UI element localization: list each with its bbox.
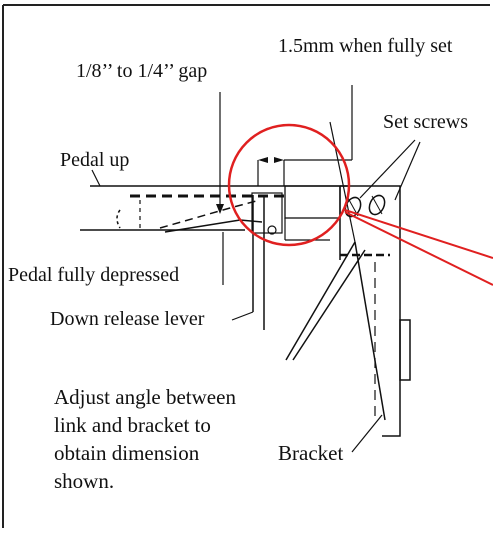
gap-arrow-left	[258, 157, 268, 163]
bracket-label: Bracket	[278, 441, 344, 465]
pedal-up-label: Pedal up	[60, 149, 130, 171]
down-release-lever-label: Down release lever	[50, 308, 205, 330]
adjust-note-line1: Adjust angle between	[54, 385, 236, 409]
bracket-swing-right	[354, 241, 386, 421]
set-dimension-label: 1.5mm when fully set	[278, 35, 453, 57]
pedal-up-leader	[91, 169, 101, 187]
highlight-circle	[227, 123, 351, 247]
lever-pivot	[267, 225, 277, 235]
release-leader	[231, 311, 254, 321]
set-screws-label: Set screws	[383, 111, 468, 133]
highlight-pointer-top	[344, 209, 493, 259]
lever-block	[251, 192, 283, 234]
gap-leader-arrow	[216, 204, 224, 214]
bracket-mount	[399, 319, 411, 381]
bracket-swing-left-2	[292, 249, 366, 361]
adjust-note-line4: shown.	[54, 469, 115, 493]
swing-arc	[116, 209, 121, 229]
bracket-leader	[351, 414, 383, 453]
gap-arrow-right	[274, 157, 284, 163]
set-screw-2	[368, 194, 386, 216]
bracket-outline	[340, 185, 401, 437]
adjust-note-line2: link and bracket to	[54, 413, 211, 437]
set-screw-2-slot	[371, 195, 383, 215]
pedal-fully-depressed-label: Pedal fully depressed	[8, 264, 180, 286]
link-dashed	[159, 199, 261, 229]
highlight-pointer-bottom	[344, 211, 493, 286]
bracket-swing-left	[285, 241, 356, 361]
adjust-note-line3: obtain dimension	[54, 441, 200, 465]
adjust-note: Adjust angle between link and bracket to…	[54, 383, 236, 495]
screw-leader-2	[394, 141, 421, 201]
bracket-upper-line	[329, 121, 356, 243]
link-body	[284, 185, 341, 219]
screw-leader-1	[359, 139, 416, 199]
gap-label: 1/8’’ to 1/4’’ gap	[76, 60, 208, 82]
